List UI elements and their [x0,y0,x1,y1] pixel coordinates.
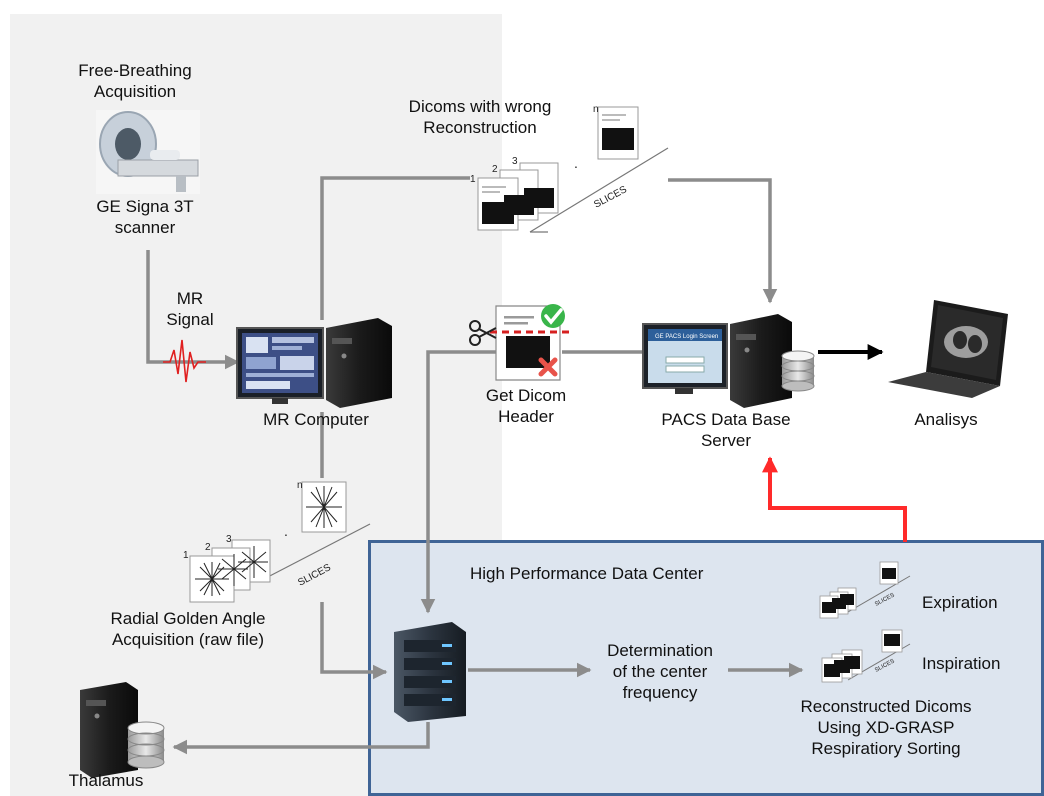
analysis-label: Analisys [896,409,996,430]
get-header-label: Get Dicom Header [466,385,586,427]
thalamus-icon [80,682,165,778]
analysis-text: Analisys [914,410,978,429]
reconstructed-label: Reconstructed Dicoms Using XD-GRASP Resp… [776,696,996,759]
arrow-server-to-thalamus [172,722,430,755]
acquisition-title-line1: Free-Breathing [78,61,192,80]
n-label-raw: n [297,480,303,491]
determination-label: Determination of the center frequency [580,640,740,703]
hpdc-server-icon [394,622,466,722]
scanner-label-line2: scanner [114,218,176,237]
acquisition-title-line2: Acquisition [93,82,177,101]
expiration-text: Expiration [922,593,998,612]
arrow-dicoms-to-pacs [668,178,778,304]
dot-label-raw: . [284,523,288,539]
laptop-icon [888,300,1008,398]
get-header-line2: Header [498,407,554,426]
wrong-recon-dicom-stack [477,106,669,233]
arrow-scanner-to-mr-computer [146,250,240,370]
n-label-top: n [593,104,599,115]
determination-line3: frequency [622,683,698,702]
reconstructed-line2: Using XD-GRASP [817,718,955,737]
slices-label-raw: SLICES [296,562,333,589]
acquisition-title: Free-Breathing Acquisition [60,60,210,102]
mr-computer-icon [236,318,392,408]
wrong-recon-label: Dicoms with wrong Reconstruction [380,96,580,138]
hpdc-title-text: High Performance Data Center [470,564,704,583]
pacs-label: PACS Data Base Server [636,409,816,451]
arrow-raw-to-server [320,602,388,680]
dot-label-top: . [574,155,578,171]
three-label-raw: 3 [226,534,232,545]
thalamus-text: Thalamus [68,771,144,790]
mr-signal-line1: MR [176,289,204,308]
arrow-header-to-server [420,350,496,614]
arrow-reconstructed-to-pacs [762,456,907,542]
hpdc-title: High Performance Data Center [470,563,703,584]
reconstructed-line3: Respiratiory Sorting [811,739,961,758]
three-label-top: 3 [512,156,518,167]
get-header-line1: Get Dicom [485,386,567,405]
arrows [146,176,907,755]
pacs-line2: Server [700,431,752,450]
slices-label-insp: SLICES [874,658,896,673]
mr-signal-line2: Signal [166,310,214,329]
two-label-top: 2 [492,164,498,175]
mri-scanner-icon [96,110,200,194]
scanner-label: GE Signa 3T scanner [70,196,220,238]
inspiration-label: Inspiration [922,653,1000,674]
scissors-icon [469,320,497,346]
inspiration-text: Inspiration [922,654,1001,673]
one-label-top: 1 [470,174,476,185]
reconstructed-line1: Reconstructed Dicoms [800,697,972,716]
expiration-stack [819,561,911,619]
thalamus-label: Thalamus [56,770,156,791]
radial-line2: Acquisition (raw file) [111,630,265,649]
determination-line1: Determination [607,641,713,660]
pacs-screen-title: GE PACS Login Screen [655,334,718,340]
two-label-raw: 2 [205,542,211,553]
pacs-line1: PACS Data Base [661,410,791,429]
mr-signal-label: MR Signal [150,288,230,330]
radial-label: Radial Golden Angle Acquisition (raw fil… [78,608,298,650]
arrow-mr-computer-to-dicoms [320,176,470,320]
determination-line2: of the center [612,662,708,681]
inspiration-stack [821,629,911,683]
scanner-label-line1: GE Signa 3T [96,197,194,216]
mr-computer-text: MR Computer [263,410,369,429]
slices-label-top: SLICES [592,184,629,211]
check-icon [541,304,565,328]
radial-line1: Radial Golden Angle [110,609,266,628]
wrong-recon-line1: Dicoms with wrong [408,97,552,116]
cross-icon [538,357,558,377]
expiration-label: Expiration [922,592,998,613]
high-performance-data-center-panel [368,540,1044,796]
pacs-server-icon [642,314,815,408]
wrong-recon-line2: Reconstruction [423,118,537,137]
one-label-raw: 1 [183,550,189,561]
mr-signal-waveform [163,339,206,383]
radial-raw-stack [189,481,371,603]
mr-computer-label: MR Computer [236,409,396,430]
